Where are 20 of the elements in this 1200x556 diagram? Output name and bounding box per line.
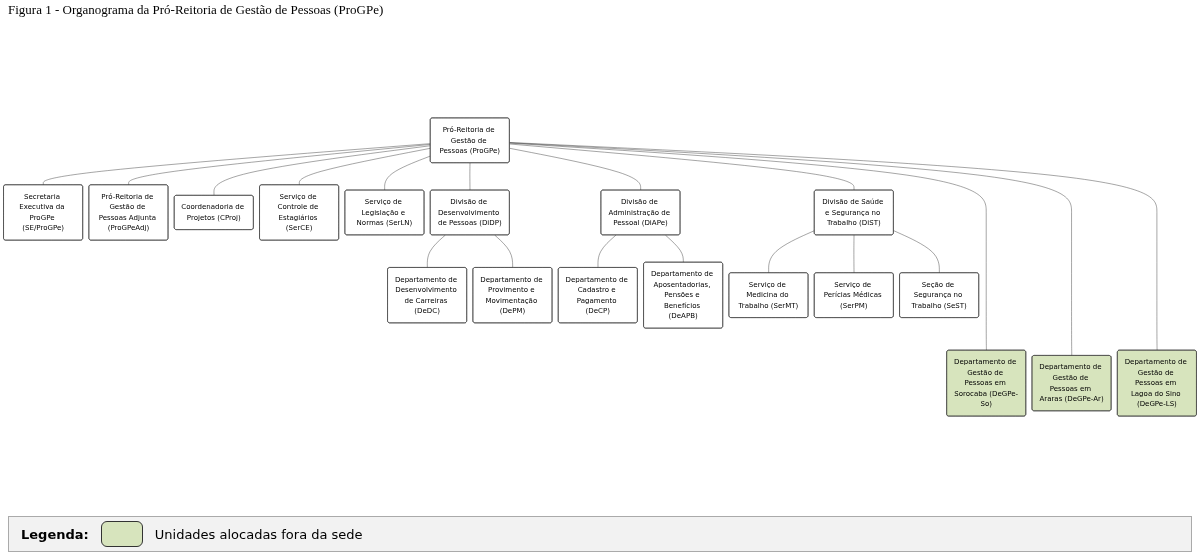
connector xyxy=(665,234,684,263)
connector xyxy=(893,230,940,274)
connector xyxy=(509,148,641,191)
figure-title: Figura 1 - Organograma da Pró-Reitoria de Gestão de Pessoas (ProGPe) xyxy=(7,1,385,19)
connector xyxy=(853,234,855,274)
connector xyxy=(427,234,446,268)
connector xyxy=(509,142,987,351)
connector xyxy=(469,162,471,191)
connector xyxy=(494,234,513,268)
connector xyxy=(299,148,431,186)
connector xyxy=(768,230,815,274)
connector xyxy=(509,143,855,191)
connector xyxy=(128,144,431,186)
connector xyxy=(597,234,617,268)
legend-text: Unidades alocadas fora da sede xyxy=(154,526,363,542)
connector xyxy=(509,142,1158,351)
legend-heading: Legenda: xyxy=(21,526,89,542)
connector xyxy=(384,155,431,191)
connector xyxy=(509,142,1072,356)
connector xyxy=(213,145,431,196)
